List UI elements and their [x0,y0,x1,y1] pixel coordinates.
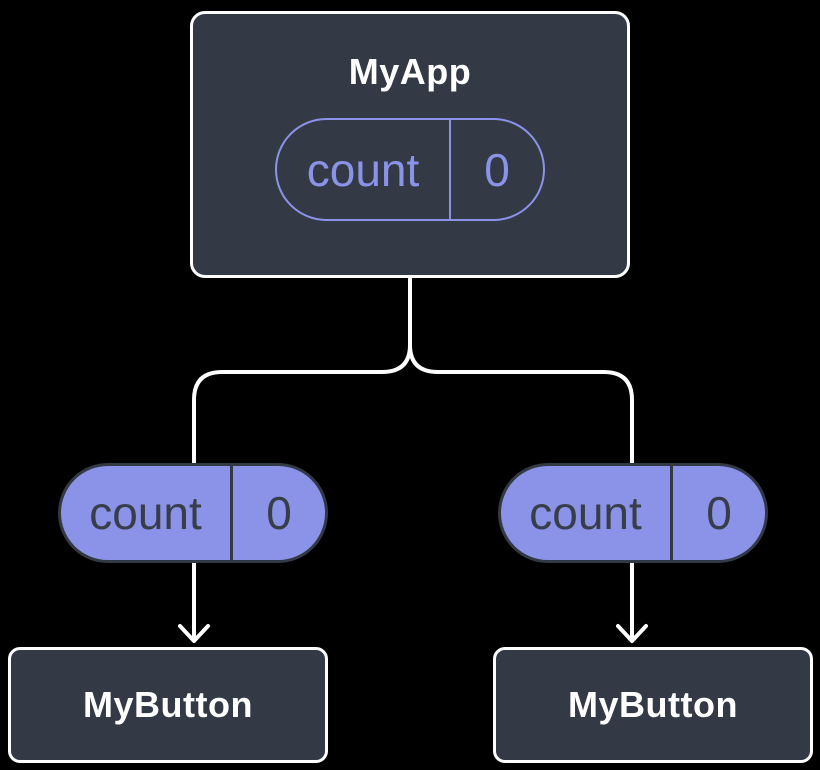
state-name: count [306,143,420,196]
node-mybutton-left: MyButton [8,647,328,763]
arrow-down-left-icon [178,560,210,643]
state-name: count [529,487,642,539]
state-value: 0 [449,120,543,219]
node-mybutton-label: MyButton [83,684,253,725]
connector-branch-right [408,343,634,466]
state-value: 0 [230,466,325,560]
connector-branch-left [192,343,412,466]
state-pill-left: count 0 [58,463,328,563]
arrow-down-right-icon [616,560,648,643]
node-mybutton-right: MyButton [493,647,813,763]
state-pill-right: count 0 [498,463,768,563]
arrow-head [178,624,210,643]
root-state-pill: count 0 [275,118,545,221]
arrow-head [616,624,648,643]
node-myapp-label: MyApp [348,51,472,92]
state-value: 0 [670,466,765,560]
state-name: count [89,487,202,539]
node-mybutton-label: MyButton [568,684,738,725]
node-myapp: MyApp count 0 [190,11,630,278]
